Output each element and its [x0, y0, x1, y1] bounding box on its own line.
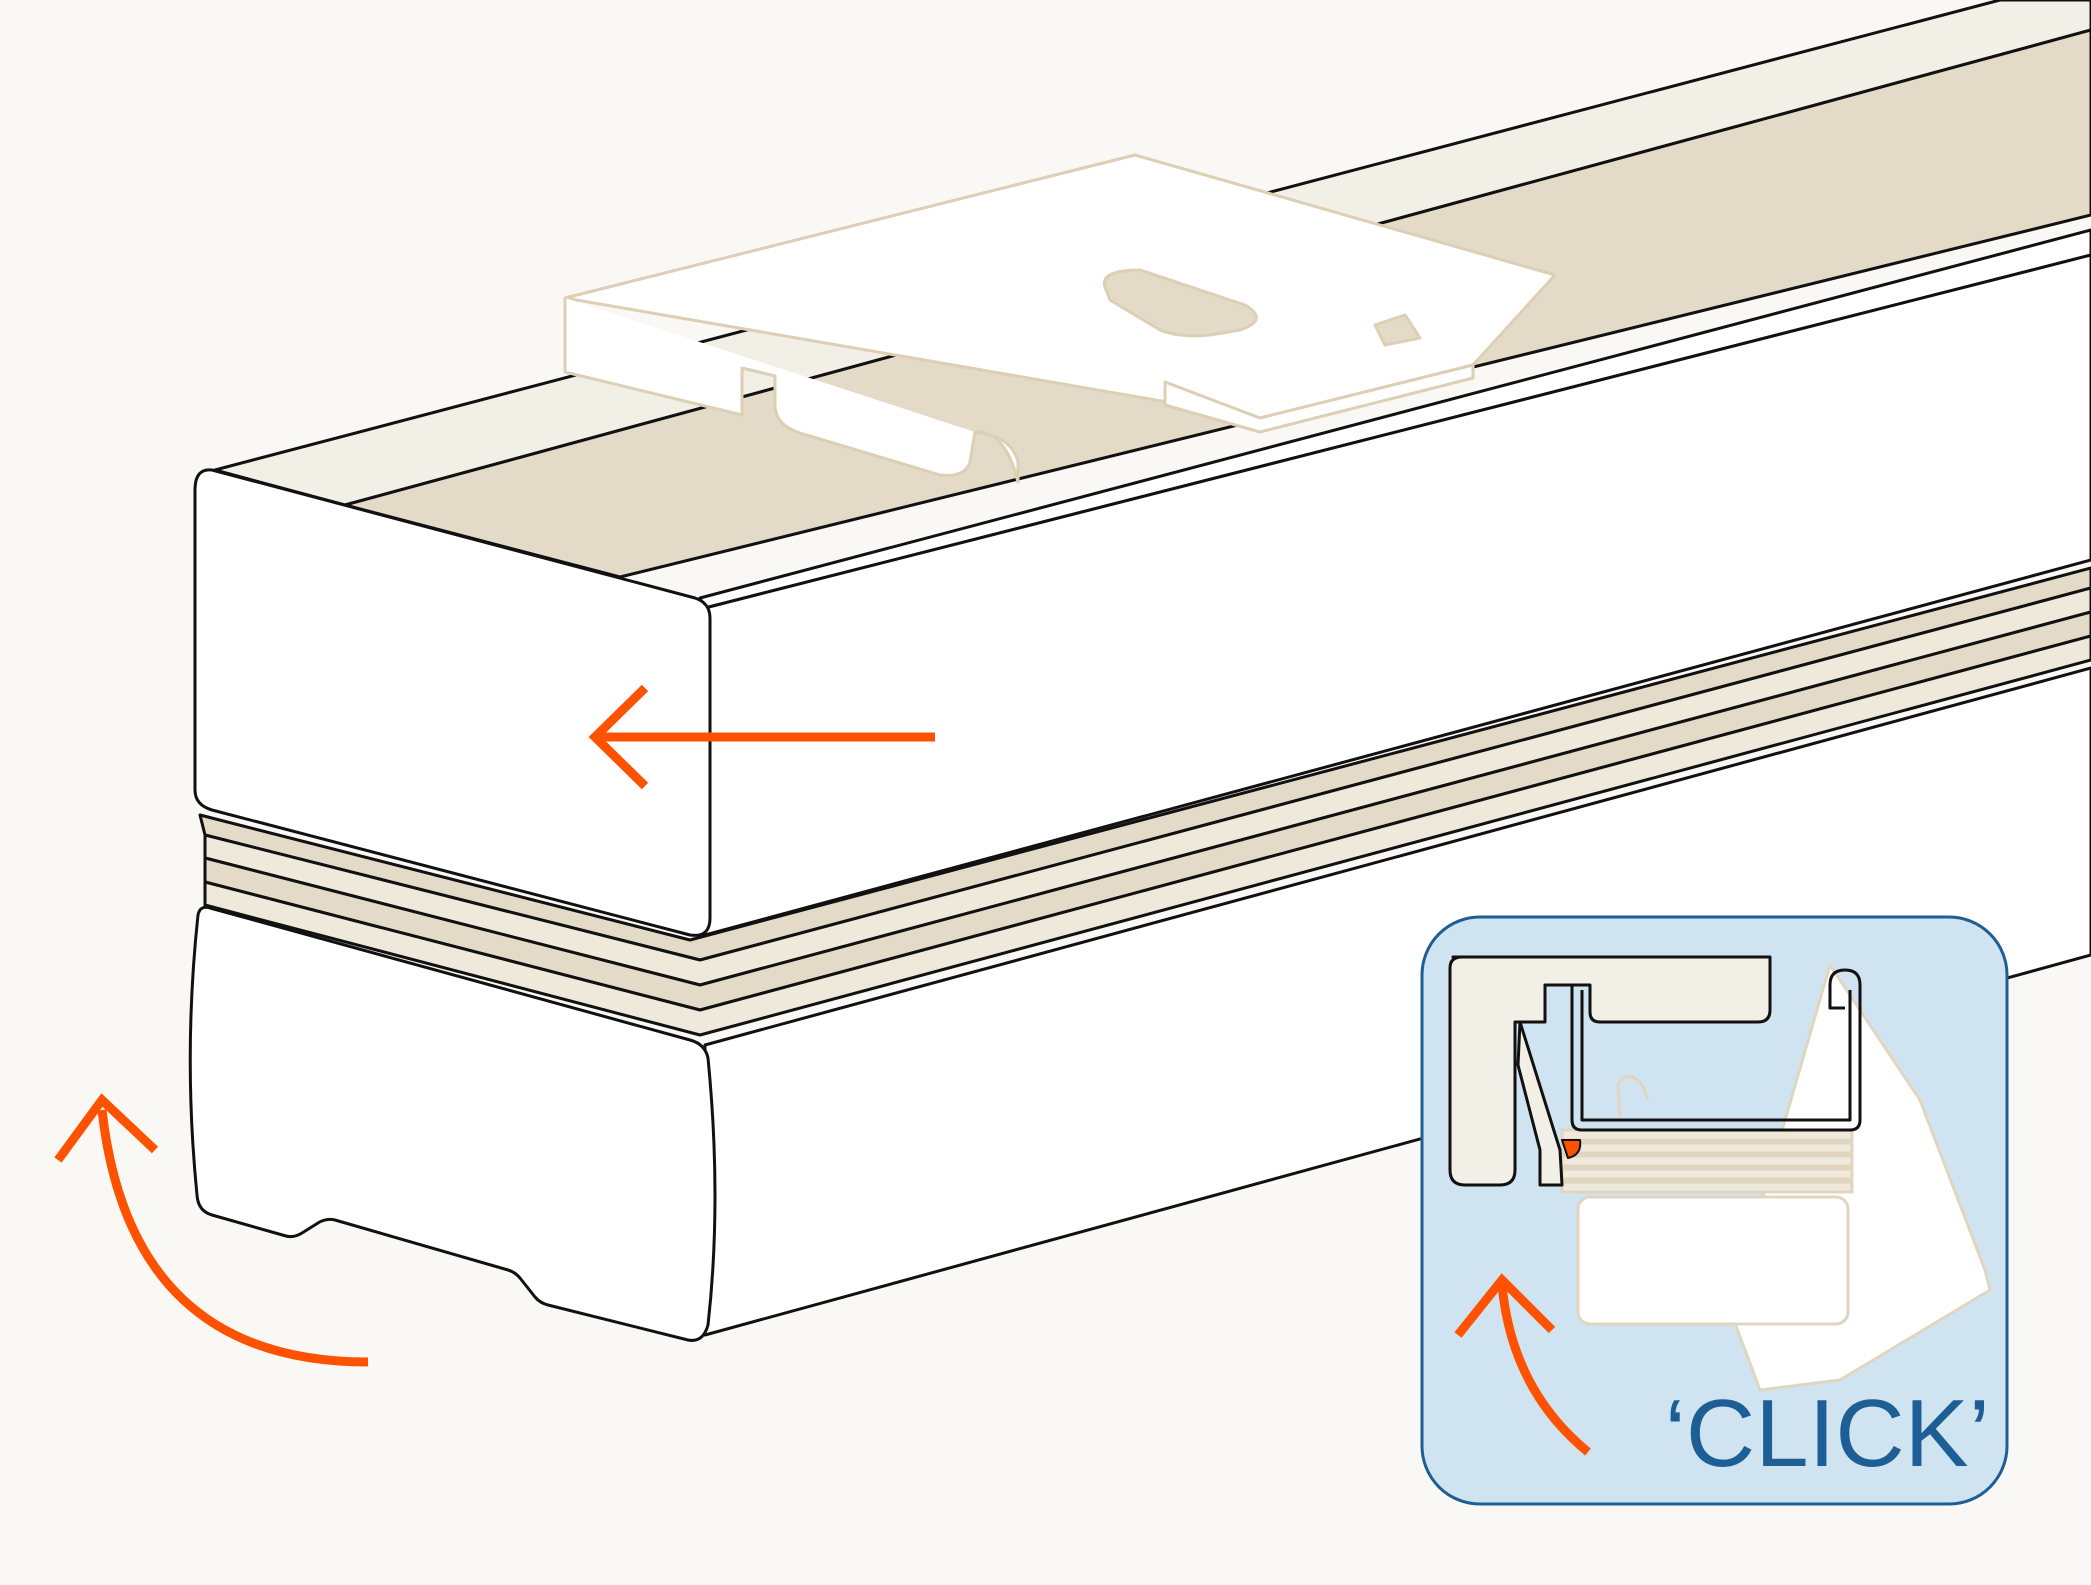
inset-rail-channel [1570, 968, 1862, 1132]
inset-ghost-bottom-bar [1576, 1195, 1850, 1326]
bracket-clip [1373, 313, 1422, 347]
inset-click-point [1561, 1139, 1582, 1159]
inset-pleats [1560, 1128, 1854, 1194]
mounting-bracket [563, 153, 1557, 484]
inset-ghost-blind [1576, 963, 1992, 1392]
inset-bracket-profile [1448, 955, 1772, 1187]
bottom-bar-end-cap [188, 905, 717, 1342]
curved-arrow-up-icon [54, 1093, 369, 1367]
bracket-top-plate [563, 153, 1557, 420]
bottom-bar [188, 666, 2091, 1342]
inset-ghost-hook [1616, 1075, 1650, 1121]
pleat-stack [198, 566, 2091, 1037]
inset-latch [1516, 1020, 1564, 1187]
click-detail-inset: ‘CLICK’ [1420, 915, 2009, 1506]
inset-rail-inner [1580, 990, 1852, 1122]
pleat-4 [203, 634, 2091, 1037]
bracket-front-face [563, 298, 1020, 484]
inset-curved-arrow-up-icon [1454, 1273, 1591, 1456]
bracket-slot [1102, 268, 1258, 338]
bracket-right-tab [1163, 363, 1475, 434]
click-label: ‘CLICK’ [1665, 1380, 1990, 1487]
inset-rail-profile [1448, 955, 1862, 1187]
headrail-end-cap [193, 468, 712, 937]
arrow-left-icon [588, 684, 935, 790]
